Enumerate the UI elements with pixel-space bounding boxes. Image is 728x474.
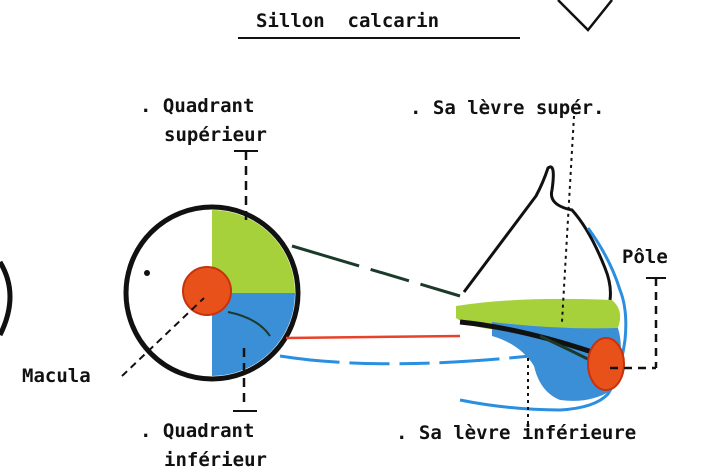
diagram-title: Sillon calcarin [256, 10, 440, 32]
lower-quadrant-curve [227, 311, 271, 337]
macula-pointer [121, 297, 205, 377]
macula-spot [182, 266, 232, 316]
visual-field-circle [123, 204, 301, 382]
label-levre-inferieure: . Sa lèvre inférieure [396, 422, 637, 444]
left-partial-circle [0, 260, 13, 337]
upper-projection-line [291, 244, 461, 298]
corner-shape [557, 0, 613, 32]
blue-projection-line [279, 353, 541, 366]
label-macula: Macula [22, 365, 91, 387]
label-quadrant-inferieur-1: . Quadrant [140, 420, 255, 442]
label-pole: Pôle [622, 246, 668, 268]
levre-sup-pointer [561, 115, 575, 323]
lower-lip-fill [492, 322, 621, 401]
label-quadrant-superieur-2: supérieur [164, 124, 267, 146]
brain-contour-upper [462, 165, 612, 301]
field-dot [144, 270, 150, 276]
occipital-pole [587, 337, 625, 391]
upper-quadrant-fill [212, 210, 295, 293]
red-projection-line [285, 334, 461, 340]
label-quadrant-superieur-1: . Quadrant [140, 95, 255, 117]
label-quadrant-inferieur-2: inférieur [164, 449, 267, 471]
calcarine-fissure [459, 319, 593, 355]
label-levre-superieure: . Sa lèvre supér. [410, 97, 605, 119]
